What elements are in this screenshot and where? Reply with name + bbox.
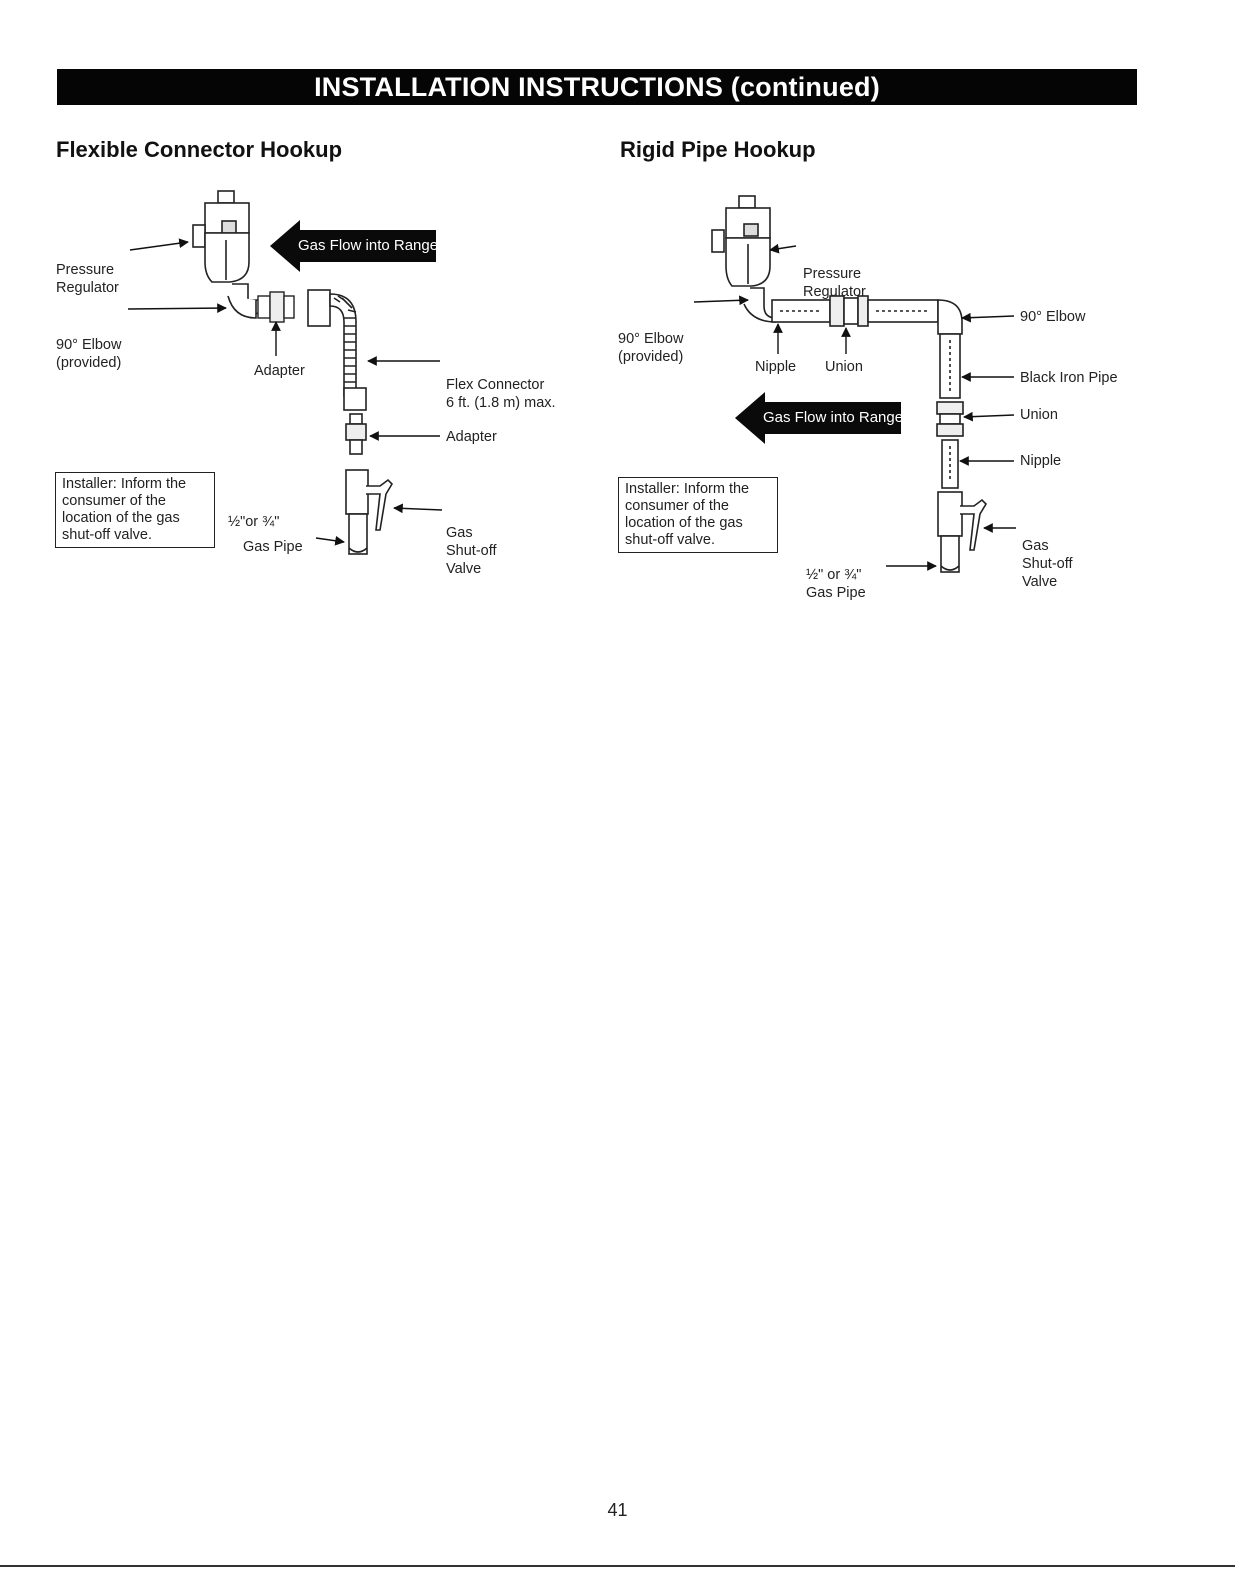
rigid-nipple-right-label: Nipple xyxy=(1020,453,1062,469)
rigid-gas-pipe-label: ½" or ¾"Gas Pipe xyxy=(806,567,866,601)
rigid-pressure-regulator-drawing xyxy=(711,195,771,287)
flex-elbow-drawing xyxy=(227,283,263,319)
rigid-elbow-label: 90° Elbow(provided) xyxy=(618,331,684,365)
page-banner: INSTALLATION INSTRUCTIONS (continued) xyxy=(57,69,1137,105)
flex-adapter-side-label: Adapter xyxy=(446,429,497,445)
flexible-hookup-title: Flexible Connector Hookup xyxy=(56,137,343,162)
flex-adapter-drawing xyxy=(257,291,295,323)
flex-pressure-regulator-drawing xyxy=(192,190,250,283)
flex-elbow-label: 90° Elbow(provided) xyxy=(56,337,122,371)
flex-gas-pipe-size-label: ½"or ¾" xyxy=(228,514,280,530)
rigid-pipe-run-drawing xyxy=(743,287,963,335)
rigid-elbow-right-label: 90° Elbow xyxy=(1020,309,1086,325)
flex-gas-flow-arrow: Gas Flow into Range xyxy=(270,220,438,272)
flex-shutoff-valve-drawing xyxy=(345,469,394,555)
flex-connector-drawing xyxy=(307,289,367,455)
rigid-vertical-pipe-drawing xyxy=(936,333,964,489)
rigid-union-label: Union xyxy=(825,359,863,375)
rigid-nipple-label: Nipple xyxy=(755,359,797,375)
rigid-hookup-title: Rigid Pipe Hookup xyxy=(620,137,816,162)
rigid-black-iron-label: Black Iron Pipe xyxy=(1020,370,1118,386)
page-number: 41 xyxy=(607,1500,628,1520)
rigid-gas-flow-arrow: Gas Flow into Range xyxy=(735,392,903,444)
flex-adapter-top-label: Adapter xyxy=(254,363,305,379)
rigid-shutoff-valve-drawing xyxy=(937,491,988,573)
rigid-union-right-label: Union xyxy=(1020,407,1058,423)
hookup-diagrams xyxy=(127,190,1016,573)
flex-gas-pipe-label: Gas Pipe xyxy=(243,539,303,555)
footer-rule xyxy=(0,1565,1235,1567)
